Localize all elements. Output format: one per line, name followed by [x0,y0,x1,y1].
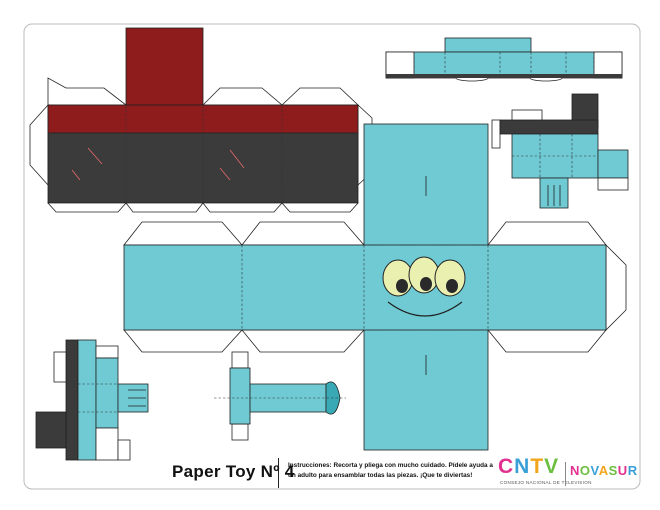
cntv-letter: N [514,455,531,478]
hat-left-flap [47,77,128,106]
footer-divider [278,458,279,488]
hat-bottom-tab-2 [125,202,204,213]
novasur-letter: U [617,463,628,478]
hat-bottom-tab-3 [202,202,283,213]
cntv-letter: V [544,455,560,478]
cntv-logo: CNTV CONSEJO NACIONAL DE TELEVISION [498,455,591,490]
hat-mid-flap-a [202,87,284,106]
foot-strip-net [385,37,623,82]
body-top-flap-3 [487,221,607,246]
hat-net [29,27,373,213]
logo-divider [565,462,566,486]
left-arm-net [35,339,149,461]
body-bottom-flap-3 [487,329,607,353]
sheet-border [23,23,641,490]
hat-left-side-tab [29,103,49,187]
body-net [123,123,627,451]
novasur-letter: N [570,463,580,478]
body-top-flap-2 [241,221,365,246]
instructions-text: Instrucciones: Recorta y pliega con much… [288,462,493,479]
body-bottom-flap-2 [241,329,365,353]
hat-mid-flap-b [280,87,360,106]
three-eyes-icon [382,256,466,297]
cntv-tagline: CONSEJO NACIONAL DE TELEVISION [500,480,592,485]
novasur-letter: R [627,463,638,478]
novasur-letter: A [598,463,609,478]
body-end-tab [605,244,627,331]
novasur-letter: V [590,463,599,478]
t-piece-net [214,351,346,441]
cntv-letter: C [498,455,515,478]
hat-bottom-tab-4 [281,202,359,213]
right-arm-net [491,93,629,209]
novasur-letter: O [579,463,591,478]
body-top-flap-1 [123,221,243,246]
novasur-logo: NOVASUR [570,463,638,478]
cntv-letter: T [530,455,545,478]
novasur-letter: S [608,463,618,478]
hat-top-panel [125,27,204,106]
hat-bottom-tab-1 [47,202,127,213]
body-horizontal-band [123,244,607,331]
smile-icon [387,301,463,317]
sheet-title: Paper Toy Nº 4 [172,462,295,481]
body-bottom-flap-1 [123,329,243,353]
